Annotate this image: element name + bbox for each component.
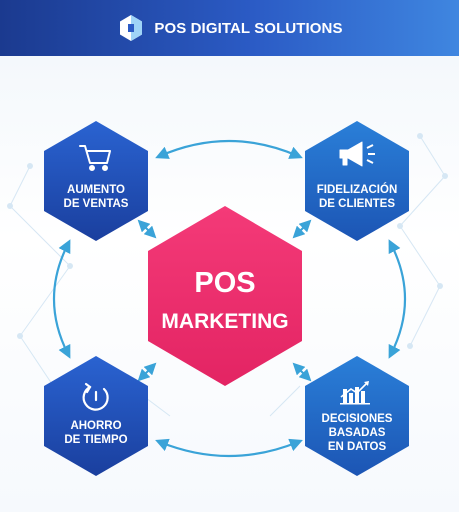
connector-center-br (292, 362, 312, 382)
node-label-line: DE VENTAS (64, 198, 129, 210)
node-aumento-de-ventas: AUMENTO DE VENTAS (44, 121, 148, 241)
node-decisiones-basadas-en-datos: DECISIONES BASADAS EN DATOS (305, 356, 409, 476)
shopping-cart-icon (79, 145, 111, 171)
connector-right (388, 239, 406, 359)
megaphone-icon (339, 141, 375, 167)
node-fidelizacion-de-clientes: FIDELIZACIÓN DE CLIENTES (305, 121, 409, 241)
connector-top (155, 139, 303, 159)
node-label-line: FIDELIZACIÓN (317, 183, 398, 196)
center-subtitle: MARKETING (161, 310, 288, 333)
diagram-stage: AUMENTO DE VENTAS FIDELIZACIÓN DE CLIENT… (0, 56, 459, 512)
center-title: POS (194, 267, 255, 299)
connector-left (53, 239, 71, 359)
node-label-line: AHORRO (70, 420, 121, 432)
header-bar: POS DIGITAL SOLUTIONS (0, 0, 459, 56)
connector-center-tr (292, 219, 312, 239)
node-label-line: DE CLIENTES (319, 198, 395, 210)
node-label-line: EN DATOS (328, 441, 387, 453)
connector-center-tl (137, 219, 157, 239)
node-ahorro-de-tiempo: AHORRO DE TIEMPO (44, 356, 148, 476)
diagram-canvas: AUMENTO DE VENTAS FIDELIZACIÓN DE CLIENT… (7, 121, 448, 476)
bar-chart-icon (340, 381, 370, 405)
center-node-pos-marketing: POS MARKETING (148, 206, 302, 386)
brand-name: POS DIGITAL SOLUTIONS (154, 19, 343, 37)
node-label-line: AUMENTO (67, 184, 125, 196)
node-label-line: DECISIONES (322, 413, 393, 425)
node-label-line: BASADAS (329, 427, 386, 439)
node-label-line: DE TIEMPO (64, 434, 127, 446)
outer-connectors (53, 139, 406, 458)
hexagon-logo-icon (120, 15, 143, 41)
connector-center-bl (137, 362, 157, 382)
clock-icon (82, 382, 109, 411)
center-connectors (137, 219, 312, 382)
connector-bottom (155, 438, 303, 458)
network-nodes (7, 133, 448, 399)
